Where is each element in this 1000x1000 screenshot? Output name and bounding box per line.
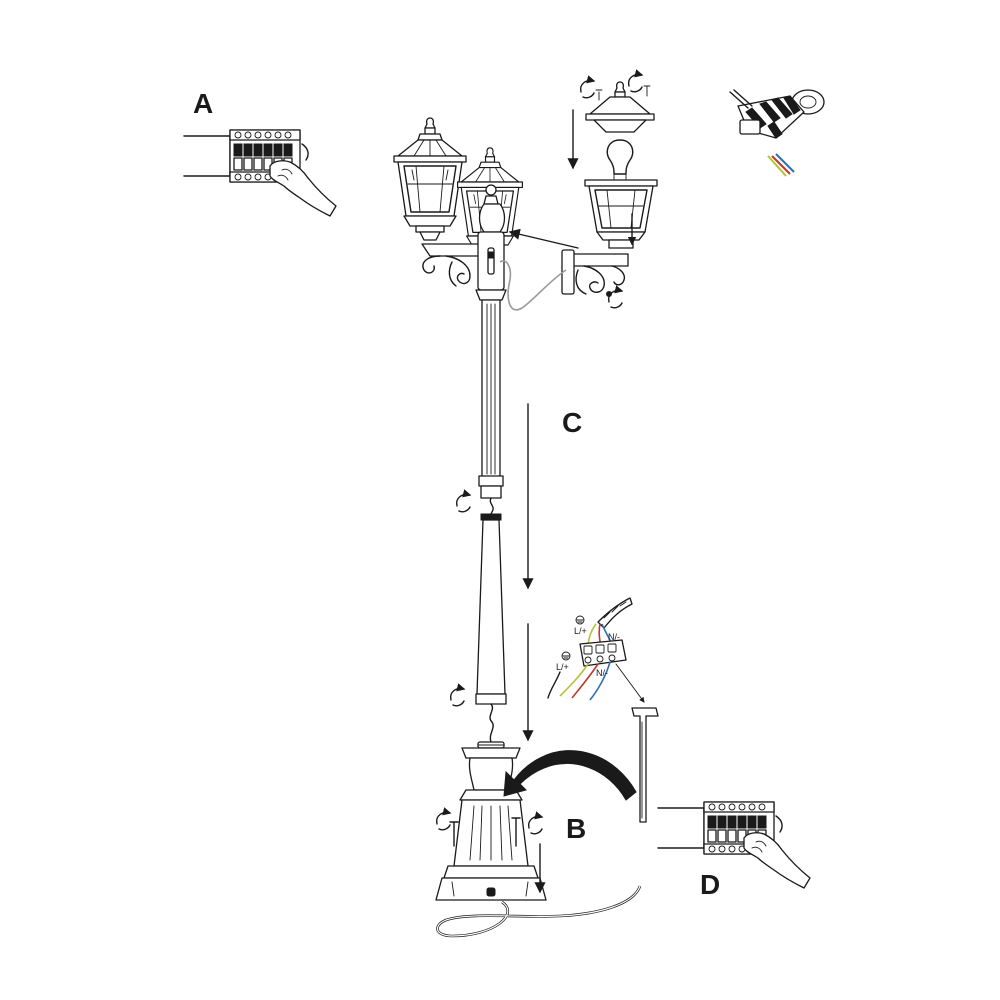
arm-to-pole-arrow: [508, 228, 579, 249]
screw-rotate-icon: [629, 75, 642, 92]
light-bulb: [606, 139, 634, 183]
left-arm-bracket: [421, 243, 481, 287]
screw-rotate-icon: [457, 495, 470, 512]
junction-conduit: [631, 707, 659, 823]
right-lantern: [584, 179, 658, 249]
top-neutral-label: N/-: [608, 632, 620, 642]
step-a-label: A: [193, 88, 213, 119]
step-b-curved-arrow: [503, 750, 637, 801]
step-d-label: D: [700, 869, 720, 900]
step-d-breaker-panel: [657, 801, 811, 889]
right-arm-bracket: [561, 249, 629, 297]
screw-icon: [643, 85, 651, 97]
wiring-diagram: L/+ N/- L/+ N/-: [547, 597, 645, 703]
screw-rotate-icon: [529, 817, 542, 834]
left-lantern: [393, 117, 467, 241]
supply-cable-inner: [436, 885, 641, 937]
screw-rotate-icon: [581, 81, 594, 98]
screw-rotate-icon: [437, 813, 450, 830]
bottom-neutral-label: N/-: [596, 668, 608, 678]
step-c-label: C: [562, 407, 582, 438]
arm-cable: [499, 260, 567, 311]
anchor-bolt-icon: [511, 817, 521, 847]
post-base: [435, 741, 547, 901]
screw-icon: [595, 89, 603, 101]
step-b-label: B: [566, 813, 586, 844]
anchor-bolt-icon: [449, 821, 459, 847]
lamp-post: [393, 117, 547, 901]
screw-rotate-icon: [451, 689, 464, 706]
top-live-label: L/+: [574, 626, 587, 636]
screw-rotate-icon: [609, 291, 622, 308]
right-lantern-cap: [585, 81, 655, 133]
bottom-live-label: L/+: [556, 662, 569, 672]
step-a-breaker-panel: [183, 129, 337, 217]
wire-connector-tape: [729, 89, 825, 177]
